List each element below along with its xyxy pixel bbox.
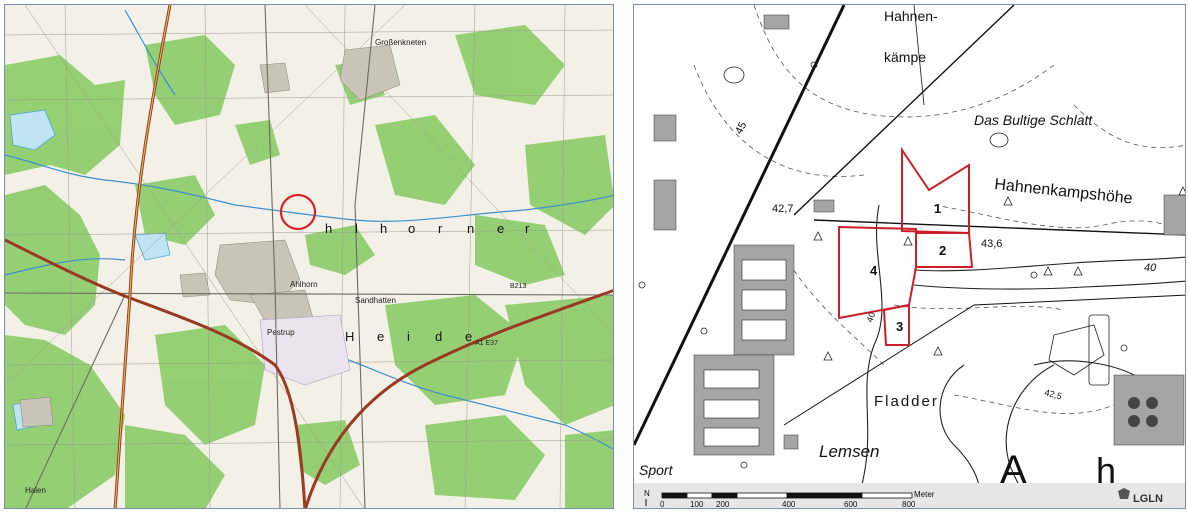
label-bultige-schlatt: Das Bultige Schlatt <box>974 112 1093 128</box>
label-fladder: Fladder <box>874 393 939 410</box>
area-name-heide: H e i d e <box>345 329 472 344</box>
scalebar-tick: 600 <box>844 500 858 509</box>
letter: h <box>325 221 332 236</box>
scalebar-tick: 0 <box>660 500 665 509</box>
parcel-2-label: 2 <box>939 243 946 258</box>
parcel-3-outline <box>882 303 910 346</box>
label-pestrup: Pestrup <box>267 328 295 337</box>
label-a1: A1 E37 <box>475 340 498 347</box>
scalebar-tick: 200 <box>716 500 730 509</box>
parcel-4-label: 4 <box>870 263 878 278</box>
scalebar: N Meter 0 100 200 400 600 800 <box>644 489 935 509</box>
area-name-ahlhorner: h l h o r n e r <box>325 221 530 236</box>
map-symbols <box>638 61 1185 469</box>
label-kaempe: kämpe <box>884 49 926 65</box>
elevation-label: 40 <box>864 311 877 324</box>
highlight-circle <box>279 193 317 231</box>
label-ahlhorn: Ahlhorn <box>290 280 318 289</box>
letter: r <box>525 221 530 236</box>
label-sport: Sport <box>639 462 674 478</box>
letter: e <box>497 221 504 236</box>
scalebar-tick: 400 <box>782 500 796 509</box>
parcel-1-label: 1 <box>934 201 941 216</box>
minor-roads <box>5 5 613 508</box>
scalebar-tick: 800 <box>902 500 916 509</box>
main-roads <box>634 5 1185 446</box>
letter: n <box>467 221 474 236</box>
heath-area <box>259 314 351 386</box>
letter: r <box>438 221 443 236</box>
block-streets <box>703 259 787 447</box>
elevation-label: 42,5 <box>1043 387 1063 401</box>
north-label: N <box>644 489 650 498</box>
letter: o <box>408 221 415 236</box>
detail-map: 1 2 3 4 Hahnen- kämpe Das Bultige Schlat… <box>633 4 1186 509</box>
parcel-outlines <box>838 146 974 346</box>
label-hahnen: Hahnen- <box>884 8 938 24</box>
parcel-3-label: 3 <box>896 319 903 334</box>
scalebar-tick: 100 <box>690 500 704 509</box>
motorway-centerlines <box>114 5 171 508</box>
overview-map-canvas: Großenkneten Ahlhorn Sandhatten Halen Pe… <box>5 5 613 508</box>
elevation-label: 45 <box>733 120 749 136</box>
lgln-logo-icon <box>1118 488 1130 499</box>
tanks <box>1128 397 1158 427</box>
letter: i <box>407 329 410 344</box>
elevation-label: 40 <box>1144 262 1157 274</box>
letter: e <box>377 329 384 344</box>
label-b213: B213 <box>510 283 526 290</box>
label-sandhatten: Sandhatten <box>355 296 396 305</box>
label-big-h: h <box>1096 450 1116 491</box>
ponds <box>723 66 1110 386</box>
letter: H <box>345 329 354 344</box>
label-lemsen: Lemsen <box>819 442 879 461</box>
letter: l <box>355 221 358 236</box>
letter: h <box>380 221 387 236</box>
scalebar-unit: Meter <box>914 490 935 499</box>
lgln-logo-text: LGLN <box>1133 493 1163 505</box>
elevation-labels: 42,7 43,6 40 45 40 42,5 <box>733 120 1157 402</box>
label-grossenkneten: Großenkneten <box>375 38 426 47</box>
label-halen: Halen <box>25 486 46 495</box>
elevation-label: 43,6 <box>981 238 1002 250</box>
parcel-1-outline <box>901 146 970 235</box>
letter: d <box>435 329 442 344</box>
parcel-numbers: 1 2 3 4 <box>870 201 946 334</box>
overview-map: Großenkneten Ahlhorn Sandhatten Halen Pe… <box>4 4 614 509</box>
elevation-label: 42,7 <box>772 203 793 215</box>
parcel-4-outline <box>838 225 917 320</box>
lgln-logo: LGLN <box>1118 488 1163 505</box>
overview-labels: Großenkneten Ahlhorn Sandhatten Halen Pe… <box>25 38 526 495</box>
forest-areas <box>5 25 613 508</box>
letter: e <box>465 329 472 344</box>
detail-map-canvas: 1 2 3 4 Hahnen- kämpe Das Bultige Schlat… <box>634 5 1185 509</box>
rivers <box>5 9 613 450</box>
